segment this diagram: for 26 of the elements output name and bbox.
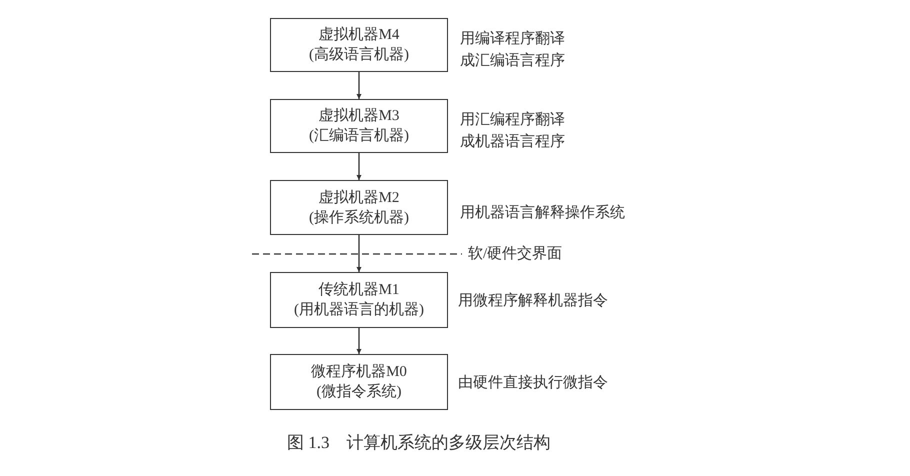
level-description: (用机器语言的机器): [294, 300, 424, 320]
level-description: (汇编语言机器): [309, 126, 409, 146]
level-description: (操作系统机器): [309, 208, 409, 228]
level-name: 虚拟机器M2: [318, 188, 400, 208]
arrow: [356, 153, 362, 180]
arrow: [356, 235, 362, 272]
machine-level-box: [270, 180, 448, 235]
level-name: 虚拟机器M4: [318, 26, 400, 45]
level-note: 由硬件直接执行微指令: [458, 374, 609, 393]
arrow: [356, 328, 362, 354]
level-name: 微程序机器M0: [311, 362, 407, 382]
figure-caption: 图 1.3 计算机系统的多级层次结构: [287, 432, 550, 454]
machine-level-box: [270, 272, 448, 328]
level-note: 用汇编程序翻译成机器语言程序: [460, 110, 566, 152]
level-description: (高级语言机器): [309, 45, 409, 65]
machine-level-box: [270, 354, 448, 410]
machine-level-box: [270, 99, 448, 153]
machine-level-box: [270, 18, 448, 72]
level-note: 用机器语言解释操作系统: [460, 203, 626, 223]
boundary-label: 软/硬件交界面: [468, 244, 562, 263]
arrow: [356, 72, 362, 99]
level-name: 传统机器M1: [318, 280, 400, 300]
level-name: 虚拟机器M3: [318, 106, 400, 126]
level-note: 用微程序解释机器指令: [458, 291, 609, 311]
level-description: (微指令系统): [316, 382, 402, 402]
level-note: 用编译程序翻译成汇编语言程序: [460, 29, 566, 71]
